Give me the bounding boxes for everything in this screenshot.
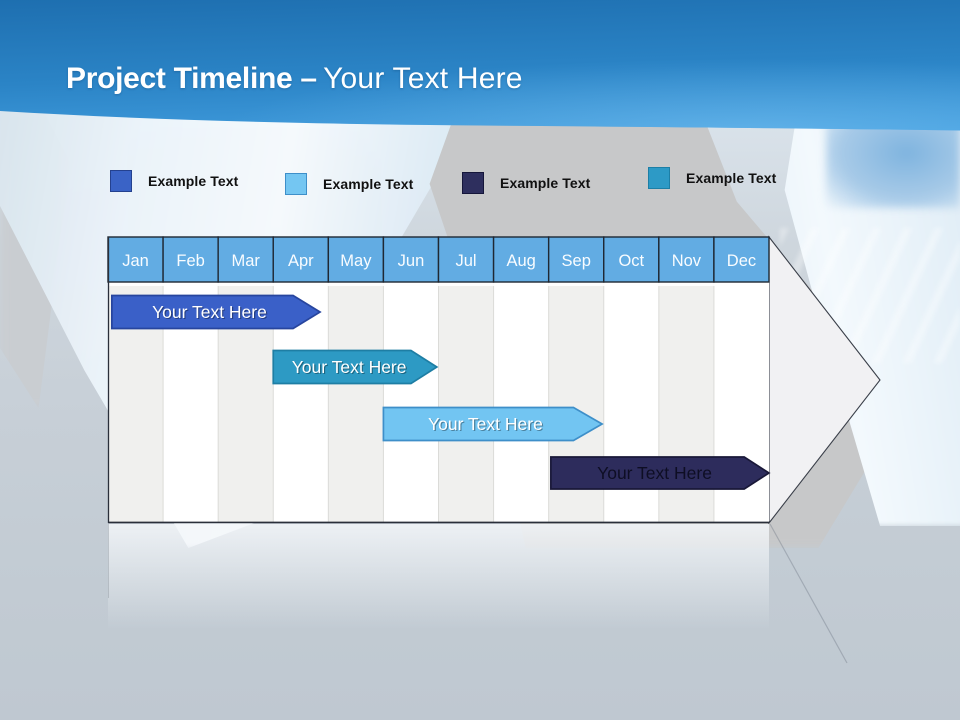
legend-item: Example Text: [462, 172, 590, 194]
legend-label: Example Text: [500, 175, 591, 191]
column-stripe: [328, 282, 384, 523]
title-primary: Project Timeline: [66, 62, 293, 95]
arrowhead-reflection-edge: [769, 523, 848, 664]
timeline-bar: [272, 349, 439, 385]
month-label: Feb: [176, 252, 204, 270]
month-header-cell: [382, 236, 440, 283]
legend-swatch: [462, 172, 484, 194]
timeline-bar: [382, 406, 604, 442]
body-top-highlight: [108, 282, 769, 286]
month-header-cell: [492, 236, 550, 283]
bar-label-shadow: Your Text Here: [293, 358, 408, 378]
month-label: Dec: [727, 252, 756, 270]
bar-label: Your Text Here: [597, 463, 712, 483]
month-label: Jun: [398, 252, 425, 270]
timeline-bar: [550, 456, 771, 490]
month-header-cell: [437, 236, 495, 283]
legend-label: Example Text: [686, 170, 777, 186]
legend-swatch: [648, 167, 670, 189]
title-secondary: Your Text Here: [323, 62, 523, 95]
legend-label: Example Text: [148, 173, 239, 189]
month-header-cell: [217, 236, 274, 283]
bar-label: Your Text Here: [152, 302, 267, 322]
month-header-cell: [162, 236, 219, 283]
month-label: Sep: [562, 252, 591, 270]
legend-swatch: [110, 170, 132, 192]
month-header-cell: [713, 236, 770, 283]
month-label: Mar: [231, 252, 260, 270]
bar-label: Your Text Here: [428, 414, 543, 434]
title-separator: –: [300, 62, 318, 95]
bar-label-shadow: Your Text Here: [429, 415, 544, 435]
arrowhead-shape: [768, 235, 881, 525]
month-label: Oct: [618, 252, 644, 270]
bar-label: Your Text Here: [292, 357, 407, 377]
bar-label-shadow: Your Text Here: [153, 303, 268, 323]
month-label: May: [340, 252, 372, 270]
month-label: Jan: [122, 252, 149, 270]
legend-item: Example Text: [285, 173, 413, 195]
month-header-cell: [547, 236, 605, 283]
legend-label: Example Text: [323, 176, 414, 192]
legend-item: Example Text: [648, 167, 776, 189]
month-label: Apr: [288, 252, 314, 270]
month-header-cell: [603, 236, 660, 283]
month-label: Aug: [506, 252, 535, 270]
column-stripe: [438, 282, 494, 523]
table-reflection: [108, 524, 769, 629]
legend-swatch: [285, 173, 307, 195]
month-label: Jul: [455, 252, 476, 270]
timeline-bar: [111, 294, 322, 330]
page-title: Project Timeline–Your Text Here: [66, 62, 523, 96]
month-label: Nov: [672, 252, 702, 270]
legend-item: Example Text: [110, 170, 238, 192]
month-header-cell: [658, 236, 715, 283]
header-band: [0, 0, 960, 131]
